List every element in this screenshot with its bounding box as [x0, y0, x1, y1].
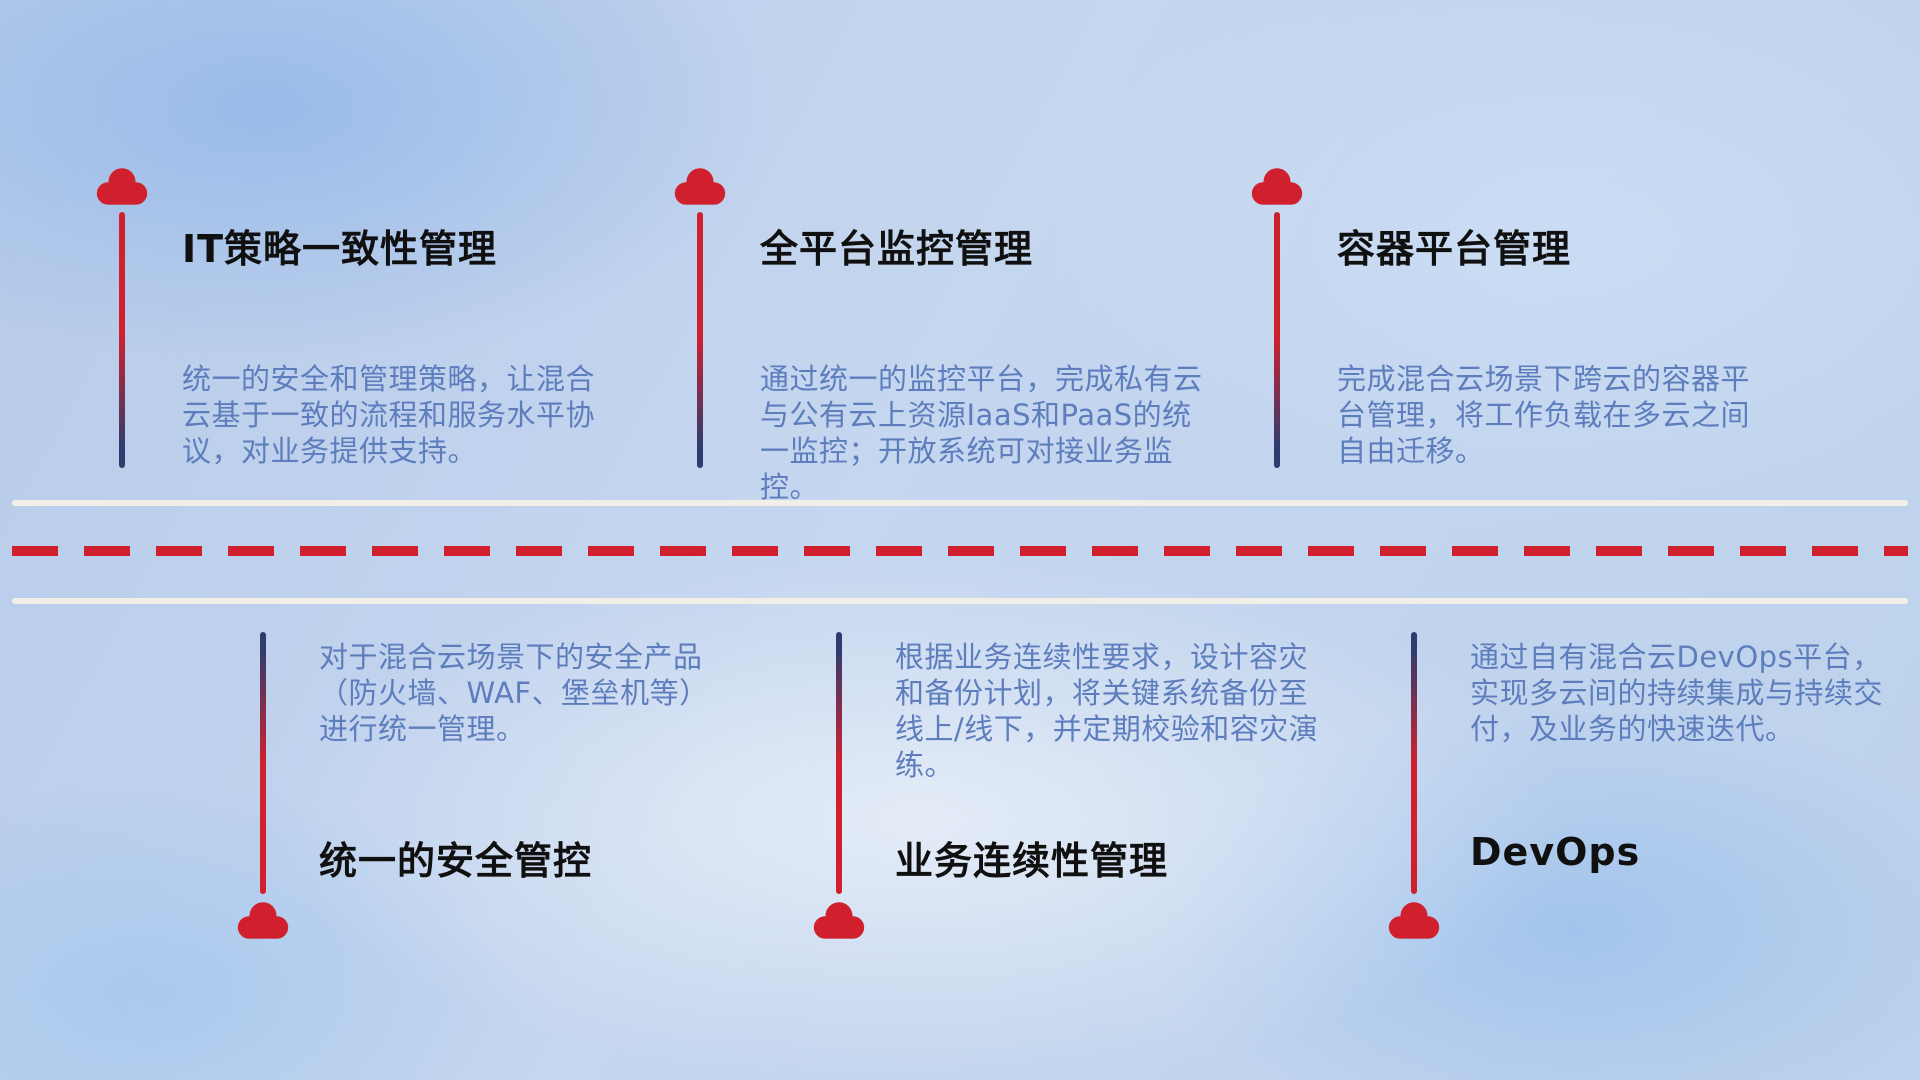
- connector-line: [1274, 212, 1280, 468]
- connector-line: [260, 632, 266, 894]
- connector-line: [1411, 632, 1417, 894]
- cloud-icon: [235, 900, 291, 940]
- item-title: 统一的安全管控: [319, 839, 593, 883]
- item-title: DevOps: [1470, 830, 1641, 874]
- item-description: 根据业务连续性要求，设计容灾和备份计划，将关键系统备份至线上/线下，并定期校验和…: [895, 640, 1319, 782]
- cloud-icon: [1249, 166, 1305, 206]
- item-title: 容器平台管理: [1337, 227, 1572, 271]
- cloud-icon: [672, 166, 728, 206]
- item-title: IT策略一致性管理: [182, 227, 498, 271]
- road-line-bottom: [12, 598, 1908, 604]
- item-description: 对于混合云场景下的安全产品（防火墙、WAF、堡垒机等）进行统一管理。: [319, 640, 709, 746]
- road-dashed-line: [12, 546, 1908, 556]
- item-title: 全平台监控管理: [760, 227, 1034, 271]
- item-title: 业务连续性管理: [895, 839, 1169, 883]
- connector-line: [697, 212, 703, 468]
- connector-line: [119, 212, 125, 468]
- item-description: 完成混合云场景下跨云的容器平台管理，将工作负载在多云之间自由迁移。: [1337, 362, 1751, 468]
- item-description: 通过统一的监控平台，完成私有云与公有云上资源IaaS和PaaS的统一监控；开放系…: [760, 362, 1203, 504]
- connector-line: [836, 632, 842, 894]
- item-description: 统一的安全和管理策略，让混合云基于一致的流程和服务水平协议，对业务提供支持。: [182, 362, 596, 468]
- cloud-icon: [94, 166, 150, 206]
- cloud-icon: [811, 900, 867, 940]
- cloud-icon: [1386, 900, 1442, 940]
- item-description: 通过自有混合云DevOps平台，实现多云间的持续集成与持续交付，及业务的快速迭代…: [1470, 640, 1884, 746]
